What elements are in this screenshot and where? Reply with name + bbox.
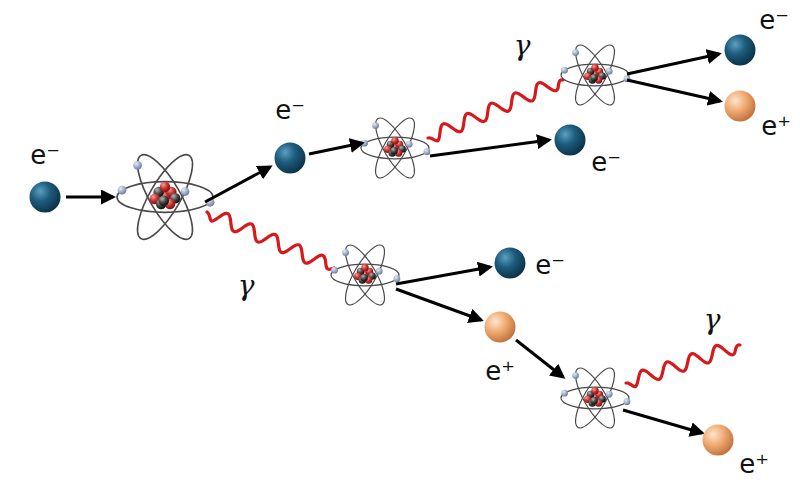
atom-symbol	[561, 363, 630, 433]
orbit-electron	[624, 398, 631, 405]
orbit-electron	[331, 267, 338, 274]
positron-particle: e⁺	[484, 311, 516, 343]
particle-ball-fill	[725, 91, 756, 122]
particle-ball	[702, 424, 734, 456]
orbit-electron	[372, 122, 379, 129]
particle-ball-fill	[703, 425, 734, 456]
particle-arrow	[430, 140, 549, 156]
electron-particle: e⁻	[29, 181, 61, 213]
atom-orbit	[117, 182, 213, 213]
particle-ball-fill	[485, 312, 516, 343]
nucleon	[361, 264, 368, 271]
particle-ball	[554, 124, 586, 156]
nucleon	[390, 147, 397, 154]
particle-arrow	[396, 267, 490, 284]
orbit-electron	[361, 140, 368, 147]
nucleon	[591, 64, 598, 71]
atom-symbol	[117, 148, 214, 246]
nucleon	[591, 387, 598, 394]
orbit-electron	[606, 391, 613, 398]
orbit-electron	[342, 249, 349, 256]
atom-orbit	[369, 113, 422, 183]
atom-orbit	[339, 240, 392, 310]
nucleon	[590, 74, 597, 81]
photon-wave	[626, 345, 740, 387]
atom-orbit	[128, 148, 203, 246]
particle-ball	[494, 247, 526, 279]
atom-orbit	[128, 148, 203, 246]
electron-particle: e⁻	[494, 247, 526, 279]
atom-orbit	[331, 264, 399, 286]
atom-orbit	[569, 363, 622, 433]
orbit-electron	[181, 187, 190, 196]
atom-orbit	[561, 387, 629, 409]
particle-ball	[724, 90, 756, 122]
particle-arrow	[627, 80, 720, 101]
orbit-electron	[118, 186, 127, 195]
photon-label: γ	[514, 31, 531, 62]
particle-ball	[29, 181, 61, 213]
particle-label: e⁺	[485, 357, 515, 386]
atom-orbit	[339, 240, 392, 310]
positron-particle: e⁺	[724, 90, 756, 122]
electron-particle: e⁻	[724, 34, 756, 66]
orbit-electron	[606, 68, 613, 75]
orbit-electron	[561, 390, 568, 397]
electron-particle: e⁻	[554, 124, 586, 156]
orbit-electron	[572, 49, 579, 56]
atom-symbol	[331, 240, 400, 310]
positron-particle: e⁺	[702, 424, 734, 456]
orbit-electron	[394, 275, 401, 282]
particle-arrow	[516, 340, 563, 377]
orbit-electron	[133, 161, 142, 170]
particle-ball-fill	[725, 35, 756, 66]
nucleon	[391, 137, 398, 144]
orbit-electron	[406, 141, 413, 148]
particle-arrow	[627, 54, 719, 74]
photon-label: γ	[238, 271, 255, 302]
nucleon	[360, 274, 367, 281]
electron-particle: e⁻	[274, 142, 306, 174]
atom-orbit	[569, 363, 622, 433]
particle-ball-fill	[30, 182, 61, 213]
atom-symbol	[361, 113, 430, 183]
particle-label: e⁻	[759, 6, 789, 35]
particle-label: e⁻	[30, 141, 60, 170]
particle-arrow	[309, 143, 362, 154]
particle-label: e⁻	[535, 251, 565, 280]
particle-label: e⁺	[761, 112, 791, 141]
atom-orbit	[361, 137, 429, 159]
particle-ball-fill	[495, 248, 526, 279]
photon-wave	[207, 212, 334, 269]
photon-label: γ	[704, 305, 721, 336]
atom-orbit	[561, 64, 629, 86]
atom-orbit	[369, 113, 422, 183]
orbit-electron	[376, 268, 383, 275]
particle-ball-fill	[555, 125, 586, 156]
nucleon	[160, 182, 171, 193]
orbit-electron	[561, 67, 568, 74]
particle-ball	[724, 34, 756, 66]
atom-symbol	[561, 40, 630, 110]
particle-arrow	[66, 196, 113, 199]
nucleon	[158, 196, 169, 207]
photon-wave	[428, 80, 563, 141]
particle-ball	[274, 142, 306, 174]
particle-arrow	[623, 410, 702, 433]
atom-orbit	[569, 40, 622, 110]
particle-label: e⁻	[275, 96, 305, 125]
particle-ball	[484, 311, 516, 343]
orbit-electron	[424, 148, 431, 155]
particle-ball-fill	[275, 143, 306, 174]
particle-arrow	[205, 167, 270, 202]
nucleon	[590, 397, 597, 404]
atom-orbit	[569, 40, 622, 110]
particle-label: e⁺	[739, 450, 769, 479]
particle-arrow	[396, 289, 481, 320]
particle-label: e⁻	[591, 148, 621, 177]
orbit-electron	[572, 372, 579, 379]
